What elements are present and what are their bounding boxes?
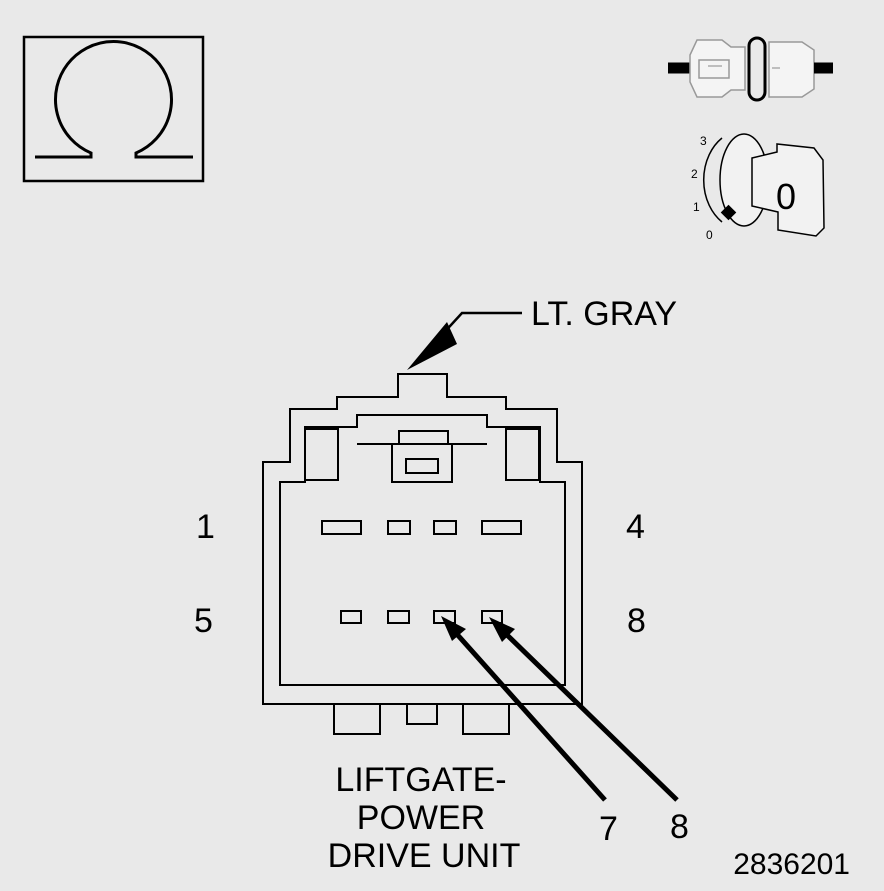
- ignition-key-icon: 3 2 1 0 0: [691, 133, 825, 242]
- component-name-line-1: LIFTGATE-: [335, 761, 506, 799]
- figure-number: 2836201: [733, 848, 850, 881]
- pin-label-4: 4: [626, 508, 645, 546]
- connector-color-label: LT. GRAY: [531, 295, 677, 333]
- ohm-icon: [22, 35, 205, 183]
- component-name-line-2: POWER: [357, 799, 485, 837]
- cavity-1: [321, 520, 362, 535]
- cavity-5: [340, 610, 362, 624]
- callout-pin-7: 7: [599, 810, 618, 848]
- ignition-position-2: 2: [691, 167, 698, 181]
- ignition-position-1: 1: [693, 200, 700, 214]
- ignition-position-3: 3: [700, 134, 707, 148]
- cavity-3: [433, 520, 457, 535]
- key-position-label: 0: [776, 176, 796, 217]
- pin-label-1: 1: [196, 508, 215, 546]
- cavity-2: [387, 520, 411, 535]
- connector-disconnected-icon: [668, 36, 833, 102]
- pin-callout-arrows: [441, 616, 679, 802]
- pin-label-8: 8: [627, 602, 646, 640]
- cavity-4: [481, 520, 522, 535]
- connector-face: [262, 373, 583, 735]
- ignition-position-0: 0: [706, 228, 713, 242]
- component-name-line-3: DRIVE UNIT: [328, 837, 521, 875]
- pin-label-5: 5: [194, 602, 213, 640]
- cavity-6: [387, 610, 410, 624]
- callout-pin-8: 8: [670, 808, 689, 846]
- terminal-cavities: [321, 520, 522, 624]
- component-name: LIFTGATE- POWER DRIVE UNIT: [328, 761, 521, 875]
- color-callout: LT. GRAY: [407, 295, 677, 370]
- cavity-8: [481, 610, 503, 624]
